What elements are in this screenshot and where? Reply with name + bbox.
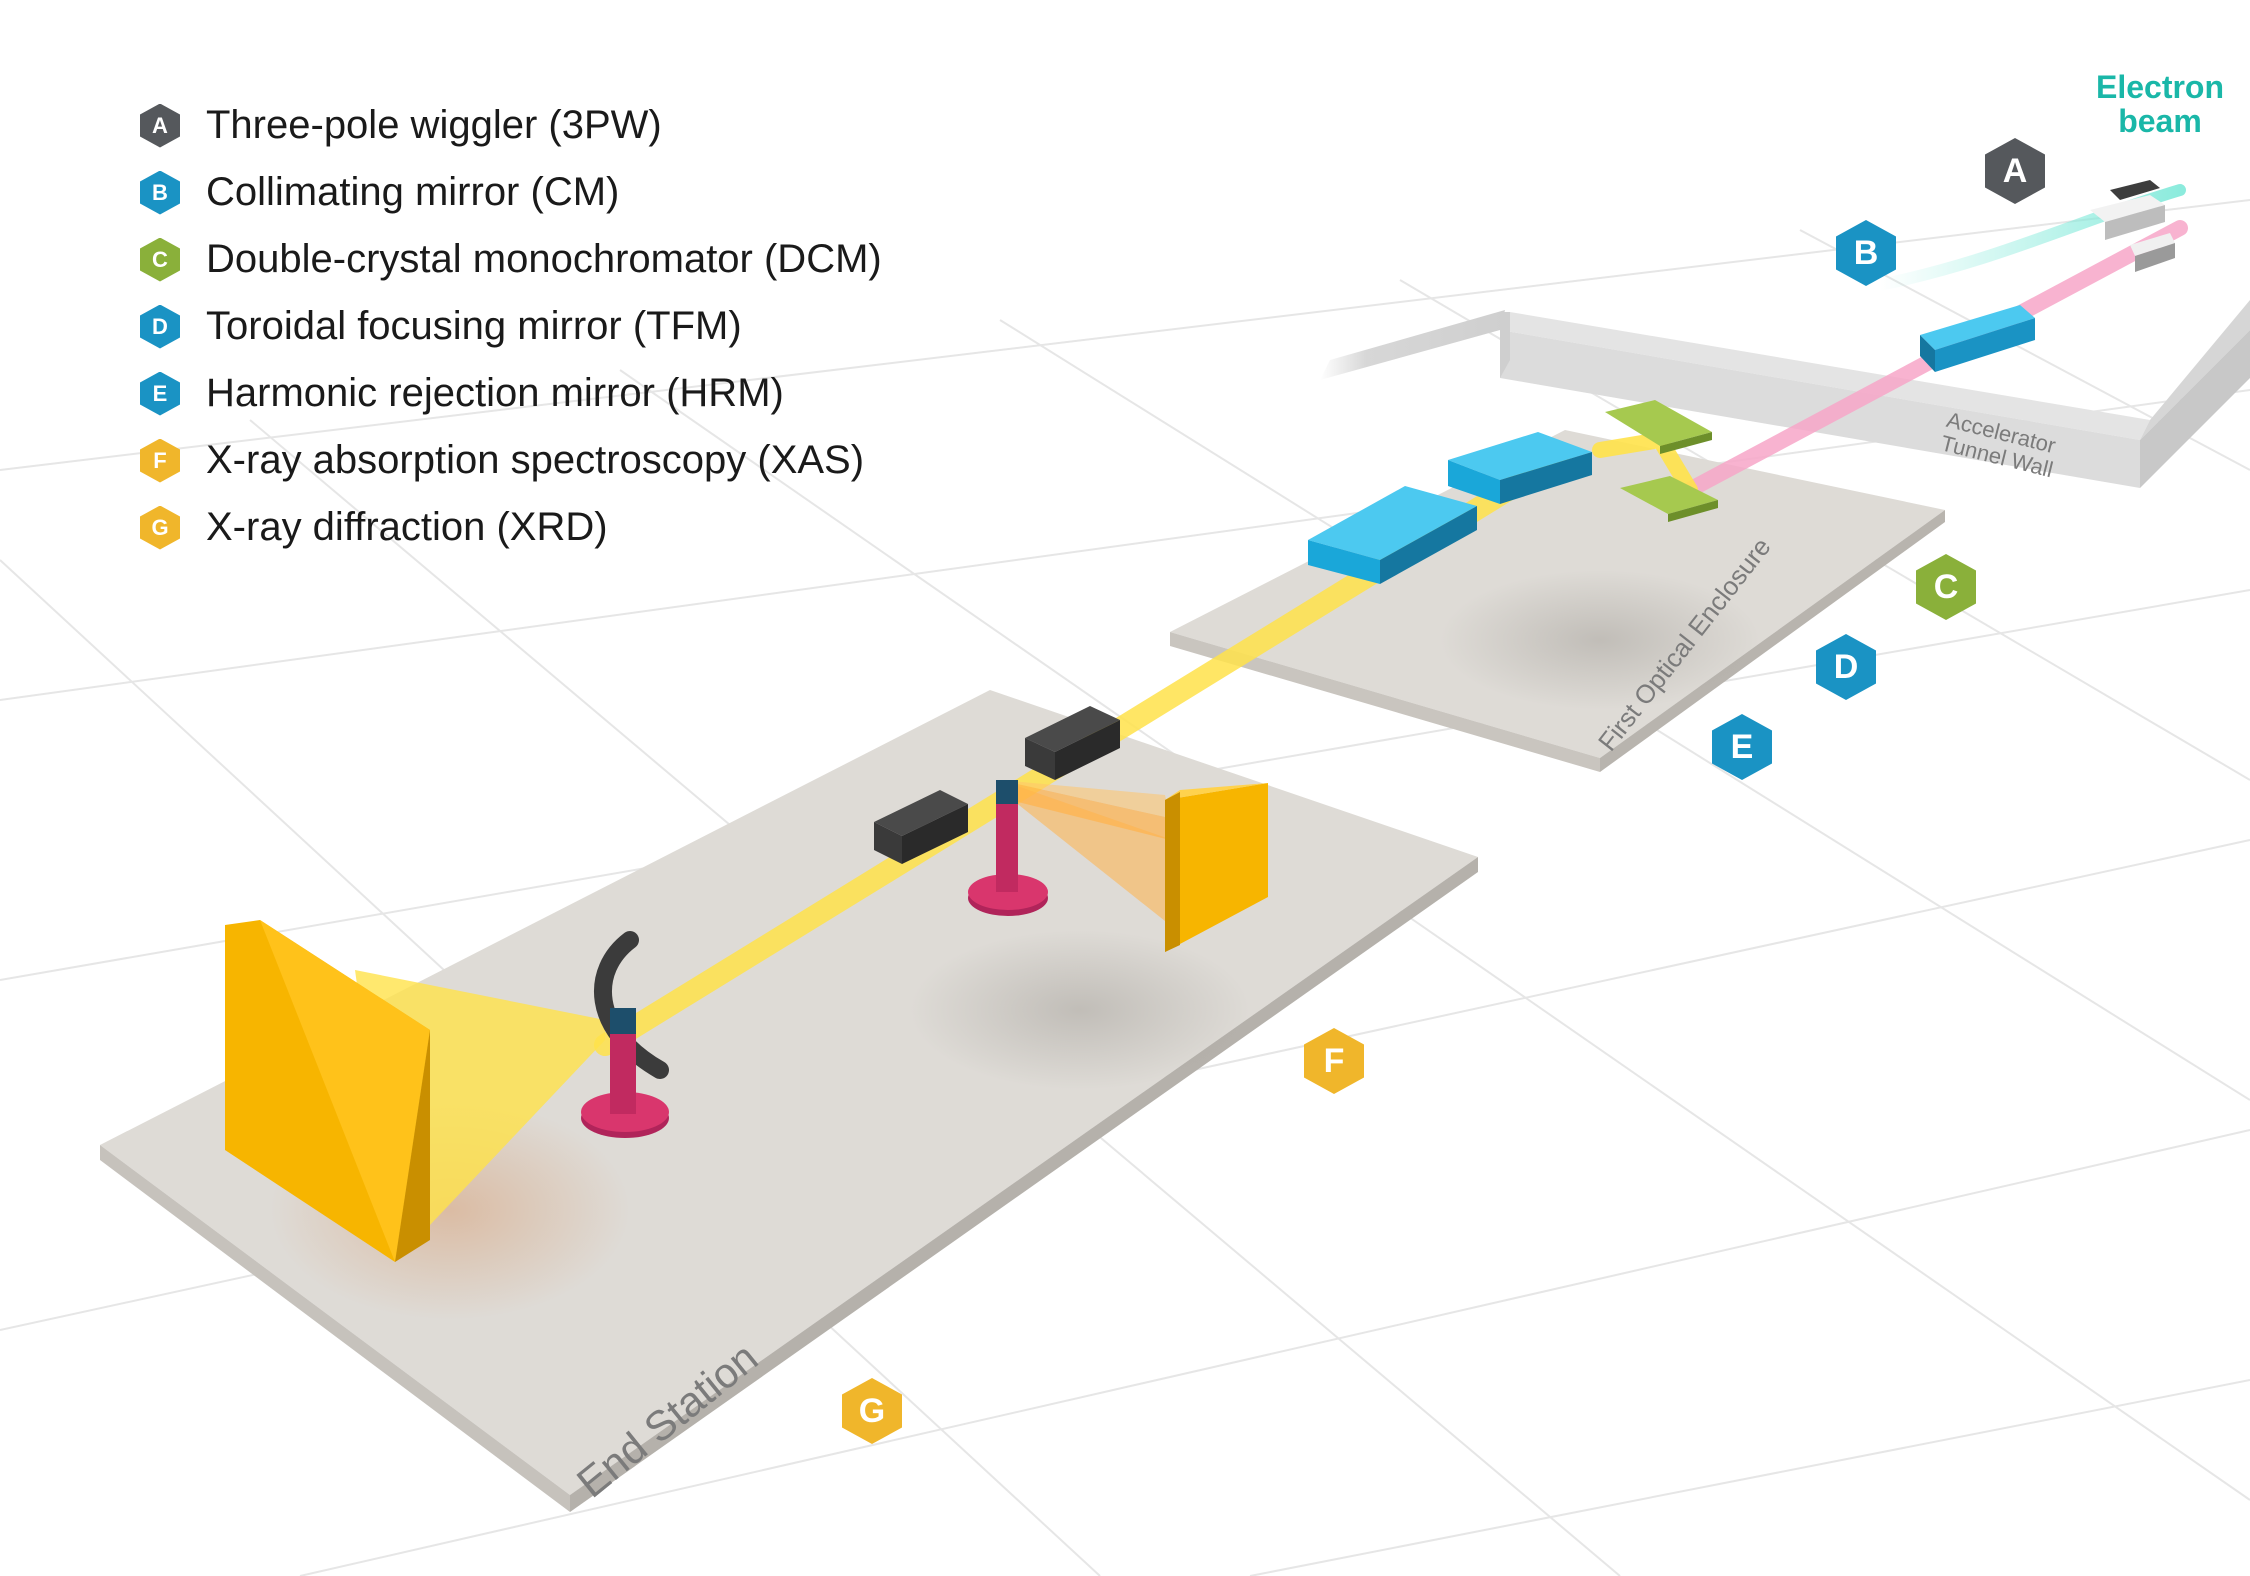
legend-label: Three-pole wiggler (3PW) [206,103,662,147]
hexagon-b-icon: B [140,170,180,215]
dcm-crystals [1605,400,1718,522]
harmonic-rejection-mirror-3d [1308,486,1477,584]
legend-item-c: C Double-crystal monochromator (DCM) [140,226,882,293]
hexagon-g-icon: G [140,505,180,550]
hexagon-a-icon: A [140,103,180,148]
electron-beam-label: Electron beam [2040,70,2250,138]
marker-d: D [1816,634,1876,700]
legend-label: X-ray diffraction (XRD) [206,505,608,549]
legend-item-e: E Harmonic rejection mirror (HRM) [140,360,882,427]
hexagon-e-icon: E [140,371,180,416]
marker-a: A [1985,138,2045,204]
legend-label: Toroidal focusing mirror (TFM) [206,304,742,348]
electron-beam-label-line1: Electron [2095,69,2225,105]
legend-item-a: A Three-pole wiggler (3PW) [140,92,882,159]
sample-stand-xas [968,780,1048,916]
legend-label: X-ray absorption spectroscopy (XAS) [206,438,865,482]
toroidal-focusing-mirror-3d [1448,432,1592,504]
hexagon-c-icon: C [140,237,180,282]
marker-c: C [1916,554,1976,620]
xrd-detector [225,920,605,1262]
legend-label: Harmonic rejection mirror (HRM) [206,371,784,415]
hexagon-f-icon: F [140,438,180,483]
marker-b: B [1836,220,1896,286]
legend-item-f: F X-ray absorption spectroscopy (XAS) [140,427,882,494]
hexagon-d-icon: D [140,304,180,349]
legend-item-g: G X-ray diffraction (XRD) [140,494,882,561]
accelerator-tunnel-wall [1320,300,2250,488]
three-pole-wiggler [2090,180,2175,272]
xas-detector [1000,780,1268,952]
electron-beam-label-line2: beam [2118,103,2202,139]
sample-stand-xrd [581,931,669,1138]
marker-g: G [842,1378,902,1444]
first-optical-enclosure-platform [1170,430,1945,772]
slits [874,706,1120,864]
legend-label: Double-crystal monochromator (DCM) [206,237,882,281]
legend-label: Collimating mirror (CM) [206,170,620,214]
legend-item-b: B Collimating mirror (CM) [140,159,882,226]
marker-e: E [1712,714,1772,780]
legend: A Three-pole wiggler (3PW) B Collimating… [140,92,882,561]
legend-item-d: D Toroidal focusing mirror (TFM) [140,293,882,360]
marker-f: F [1304,1028,1364,1094]
collimating-mirror-3d [1920,305,2035,372]
